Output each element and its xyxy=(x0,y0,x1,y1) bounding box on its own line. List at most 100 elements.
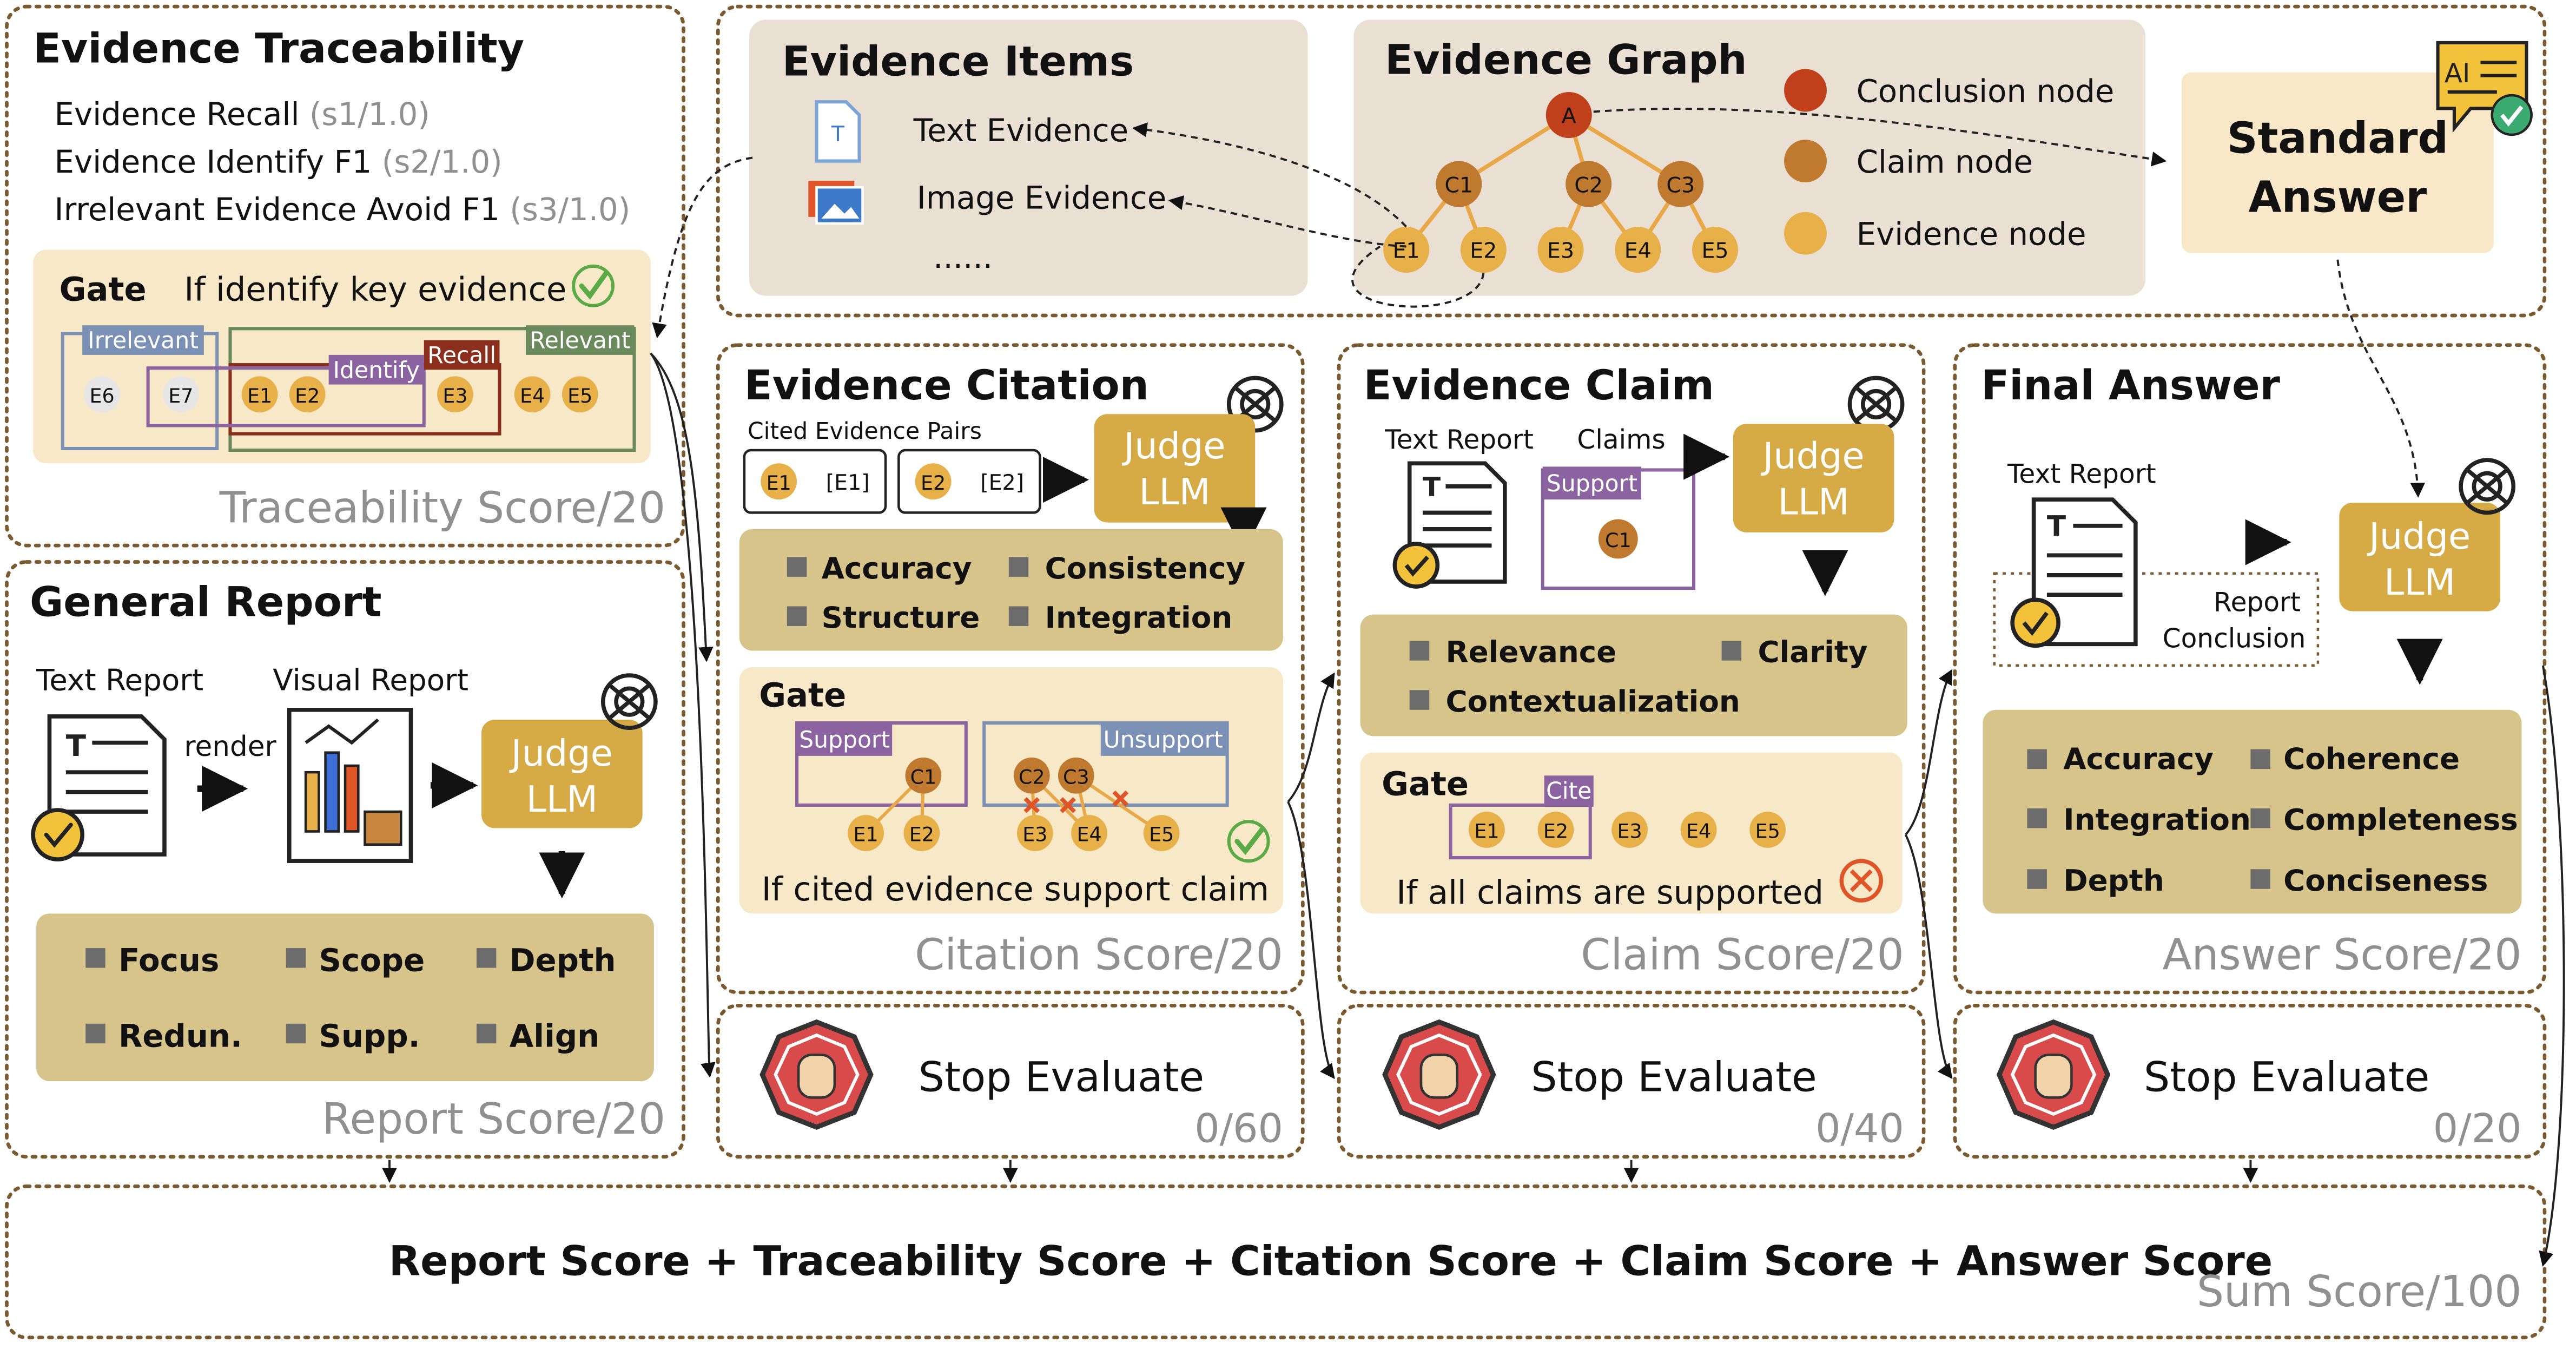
node-e5-label: E5 xyxy=(567,384,592,407)
evidence-graph-title: Evidence Graph xyxy=(1385,36,1747,84)
claim-node-c1: C1 xyxy=(1598,519,1638,559)
graph-node-a-label: A xyxy=(1562,104,1576,129)
graph-e2-loop xyxy=(1351,245,1485,308)
claim-criterion-relevance-label: Relevance xyxy=(1446,635,1617,669)
criterion-focus: Focus xyxy=(85,942,219,979)
graph-node-e3: E3 xyxy=(1537,227,1584,273)
evidence-items-title: Evidence Items xyxy=(782,38,1134,85)
legend-conclusion-label: Conclusion node xyxy=(1857,73,2115,109)
openai-icon-general xyxy=(600,673,658,730)
traceability-gate-label: Gate xyxy=(60,271,147,309)
metric-avoid-score: (s3/1.0) xyxy=(510,191,630,228)
evidence-items-panel xyxy=(749,19,1308,296)
cit-criterion-consistency: Consistency xyxy=(1008,551,1245,585)
judge-claim-line2: LLM xyxy=(1778,481,1850,523)
judge-llm-citation: Judge LLM xyxy=(1094,414,1256,523)
citation-gate-label: Gate xyxy=(759,677,846,715)
graph-node-e2: E2 xyxy=(1460,227,1507,273)
claim-to-final-stop xyxy=(1904,834,1953,1080)
frames xyxy=(5,4,2547,1340)
node-e3-label: E3 xyxy=(442,384,467,407)
judge-general-line2: LLM xyxy=(526,778,598,820)
final-criterion-coherence: Coherence xyxy=(2250,741,2460,776)
standard-answer-panel xyxy=(2181,72,2494,253)
citation-to-claim-stop xyxy=(1287,801,1335,1080)
final-criterion-completeness-label: Completeness xyxy=(2283,802,2518,837)
node-e2: E2 xyxy=(289,376,326,413)
graph-node-c1: C1 xyxy=(1436,161,1482,207)
pair-2-ref: [E2] xyxy=(980,470,1024,495)
general-visual-report-label: Visual Report xyxy=(273,662,468,697)
pair-2-node xyxy=(915,463,952,500)
support-label: Support xyxy=(799,727,890,754)
claim-gate-e2-label: E2 xyxy=(1543,820,1568,843)
set-identify-tag xyxy=(328,354,424,385)
set-relevant-tag xyxy=(526,325,635,355)
svg-text:T: T xyxy=(66,728,86,763)
top-frame xyxy=(716,4,2547,318)
claims-label: Claims xyxy=(1577,425,1665,455)
visual-report-icon xyxy=(287,707,413,863)
node-e6: E6 xyxy=(84,376,121,413)
cit-criterion-structure: Structure xyxy=(787,600,980,635)
unsupport-tag xyxy=(1100,723,1227,756)
graph-node-e5-label: E5 xyxy=(1701,239,1728,264)
solid-connectors xyxy=(382,352,2565,1267)
cit-node-e2: E2 xyxy=(903,815,940,851)
claim-criterion-context-label: Contextualization xyxy=(1446,684,1740,719)
metric-identify-label: Evidence Identify F1 xyxy=(55,143,372,180)
criterion-supp-label: Supp. xyxy=(319,1017,420,1054)
cit-node-c1-label: C1 xyxy=(910,765,937,788)
openai-icon-claim xyxy=(1847,376,1905,433)
claim-score: Claim Score/20 xyxy=(1581,930,1904,980)
legend-claim: Claim node xyxy=(1784,140,2033,183)
cit-node-c3: C3 xyxy=(1058,757,1094,794)
stop-hand-icon-final xyxy=(1996,1019,2111,1130)
node-e7-label: E7 xyxy=(168,384,193,407)
standard-to-final xyxy=(2336,259,2426,498)
final-title: Final Answer xyxy=(1981,361,2280,409)
criterion-align-label: Align xyxy=(510,1017,600,1054)
metric-identify-score: (s2/1.0) xyxy=(382,143,503,180)
claim-criterion-clarity-label: Clarity xyxy=(1758,635,1867,669)
final-stop-frame xyxy=(1953,1004,2547,1159)
cit-node-c1: C1 xyxy=(905,757,942,794)
claim-gate-e1: E1 xyxy=(1469,812,1505,848)
image-file-icon xyxy=(808,181,864,225)
support-tag xyxy=(797,723,893,756)
render-label: render xyxy=(184,731,276,763)
metric-avoid: Irrelevant Evidence Avoid F1 (s3/1.0) xyxy=(55,191,631,228)
claim-criterion-context: Contextualization xyxy=(1409,684,1740,719)
cit-criterion-accuracy-label: Accuracy xyxy=(822,551,972,585)
claim-text-report-label: Text Report xyxy=(1384,425,1534,455)
node-e6-label: E6 xyxy=(90,384,115,407)
citation-title: Evidence Citation xyxy=(744,361,1149,409)
pair-2-node-label: E2 xyxy=(921,471,946,495)
check-badge-icon xyxy=(31,808,84,861)
svg-text:T: T xyxy=(831,122,845,147)
set-identify-label: Identify xyxy=(333,357,420,384)
node-e4: E4 xyxy=(514,376,551,413)
judge-final-line2: LLM xyxy=(2384,561,2455,603)
final-criterion-conciseness: Conciseness xyxy=(2250,863,2488,898)
final-criterion-conciseness-label: Conciseness xyxy=(2283,863,2488,898)
node-e7: E7 xyxy=(162,376,199,413)
legend-conclusion: Conclusion node xyxy=(1784,69,2114,112)
traceability-title: Evidence Traceability xyxy=(33,24,524,72)
cit-criterion-integration-label: Integration xyxy=(1045,600,1233,635)
claim-gate-e1-label: E1 xyxy=(1474,820,1499,843)
cite-tag xyxy=(1544,775,1594,807)
legend-evidence-label: Evidence node xyxy=(1857,215,2086,252)
svg-text:T: T xyxy=(2047,510,2066,543)
cit-node-e4-label: E4 xyxy=(1076,823,1101,846)
traceability-gate-text: If identify key evidence xyxy=(184,271,566,309)
criterion-redun-label: Redun. xyxy=(118,1017,242,1054)
pair-1-node xyxy=(761,463,797,500)
final-report-icon: T xyxy=(2010,497,2138,648)
ai-icon-label: AI xyxy=(2445,58,2471,89)
graph-node-c1-label: C1 xyxy=(1444,173,1473,198)
claim-support-label: Support xyxy=(1547,471,1637,497)
traceability-score: Traceability Score/20 xyxy=(219,483,666,533)
